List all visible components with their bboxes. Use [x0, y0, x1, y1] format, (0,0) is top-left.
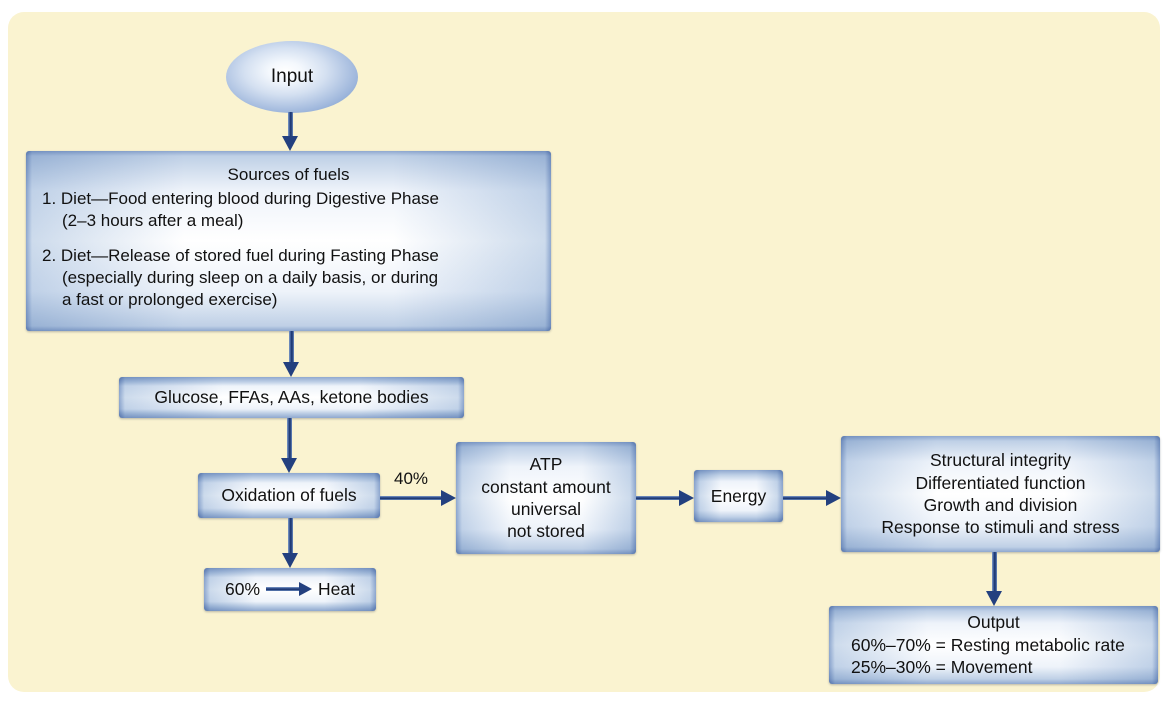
arrow-energy-to-functions	[783, 489, 841, 507]
sources-item-1-sub: (2–3 hours after a meal)	[62, 210, 244, 230]
atp-box-line-2: constant amount	[481, 476, 611, 497]
arrow-head	[441, 490, 456, 506]
arrow-shaft	[286, 418, 292, 460]
functions-box-line-3: Growth and division	[923, 495, 1078, 515]
edge-label-40-percent: 40%	[394, 469, 429, 488]
oxidation-box-label: Oxidation of fuels	[221, 485, 357, 506]
arrow-oxidation-to-heat	[280, 518, 300, 568]
sources-box-item-2: 2. Diet—Release of stored fuel during Fa…	[26, 245, 551, 310]
output-box-line-2: 25%–30% = Movement	[851, 657, 1033, 678]
arrow-head	[282, 136, 298, 151]
input-node-label: Input	[270, 66, 314, 87]
heat-inline-arrow-icon	[266, 582, 313, 597]
sources-box-title: Sources of fuels	[227, 165, 350, 184]
arrow-atp-to-energy	[636, 489, 694, 507]
arrow-head	[282, 553, 298, 568]
sources-box-item-1: 1. Diet—Food entering blood during Diges…	[26, 188, 551, 232]
heat-box-label: Heat	[318, 579, 355, 600]
arrow-shaft	[380, 496, 442, 500]
sources-item-2-main: 2. Diet—Release of stored fuel during Fa…	[42, 246, 439, 266]
energy-box: Energy	[694, 470, 783, 522]
arrow-sources-to-fuels	[281, 331, 301, 377]
arrow-shaft	[636, 496, 680, 500]
arrow-shaft	[287, 518, 293, 555]
heat-box-percent: 60%	[225, 579, 261, 600]
diagram-panel: Input Sources of fuels 1. Diet—Food ente…	[8, 12, 1160, 692]
sources-item-1-main: 1. Diet—Food entering blood during Diges…	[42, 188, 439, 208]
sources-item-2-sub-2: a fast or prolonged exercise)	[62, 289, 278, 309]
sources-of-fuels-box: Sources of fuels 1. Diet—Food entering b…	[26, 151, 551, 331]
atp-box: ATP constant amount universal not stored	[456, 442, 636, 554]
fuels-box: Glucose, FFAs, AAs, ketone bodies	[119, 377, 464, 418]
atp-box-line-3: universal	[510, 499, 582, 519]
output-box-line-1: 60%–70% = Resting metabolic rate	[851, 634, 1125, 655]
functions-box-line-1: Structural integrity	[929, 450, 1072, 471]
arrow-shaft	[783, 496, 827, 500]
functions-box-line-4: Response to stimuli and stress	[881, 517, 1120, 538]
output-box-title: Output	[967, 612, 1020, 633]
arrow-shaft	[287, 112, 293, 138]
arrow-head	[986, 591, 1002, 606]
functions-box-line-2: Differentiated function	[915, 472, 1086, 493]
atp-box-line-4: not stored	[507, 521, 585, 542]
input-node: Input	[226, 41, 358, 113]
arrow-oxidation-to-atp	[380, 489, 456, 507]
output-box: Output 60%–70% = Resting metabolic rate …	[829, 606, 1158, 684]
cell-functions-box: Structural integrity Differentiated func…	[841, 436, 1160, 552]
arrow-head	[826, 490, 841, 506]
arrow-shaft	[266, 587, 301, 592]
arrow-functions-to-output	[984, 552, 1004, 606]
arrow-head	[283, 362, 299, 377]
arrow-shaft	[991, 552, 997, 593]
fuels-box-label: Glucose, FFAs, AAs, ketone bodies	[154, 387, 429, 408]
arrow-head	[299, 582, 313, 597]
arrow-input-to-sources	[280, 112, 300, 151]
oxidation-box: Oxidation of fuels	[198, 473, 380, 518]
energy-box-label: Energy	[710, 485, 767, 506]
arrow-head	[281, 458, 297, 473]
arrow-fuels-to-oxidation	[279, 418, 299, 473]
arrow-head	[679, 490, 694, 506]
heat-box: 60% Heat	[204, 568, 376, 611]
arrow-shaft	[288, 331, 294, 364]
sources-item-2-sub-1: (especially during sleep on a daily basi…	[62, 268, 439, 287]
heat-box-row: 60% Heat	[225, 578, 355, 600]
atp-box-line-1: ATP	[529, 454, 563, 475]
